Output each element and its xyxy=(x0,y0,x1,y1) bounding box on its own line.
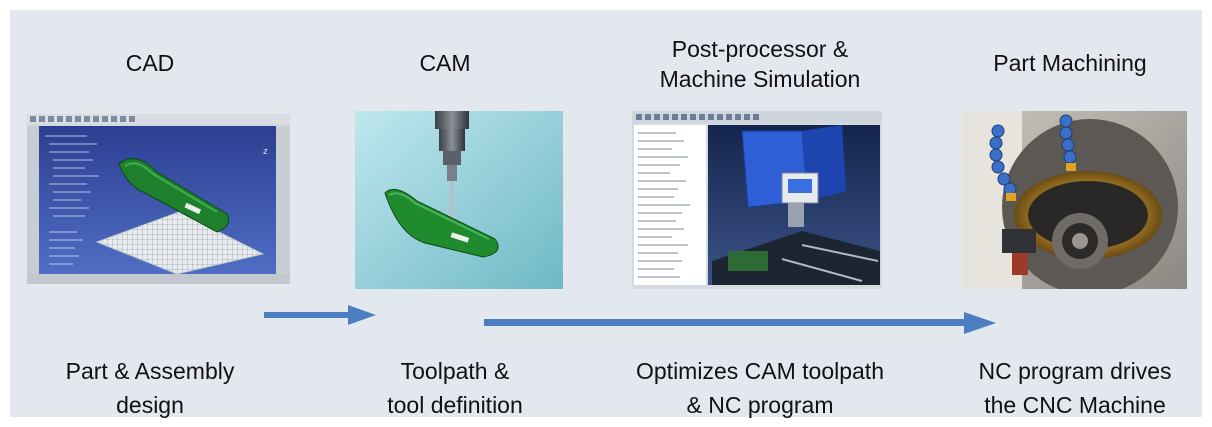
stage-caption-cad-line2: design xyxy=(116,392,184,418)
stage-caption-cad-line1: Part & Assembly xyxy=(65,358,235,384)
workflow-diagram: CAD CAM Post-processor & Machine Simulat… xyxy=(10,10,1202,418)
stage-title-machining: Part Machining xyxy=(993,50,1147,76)
stage-title-cam: CAM xyxy=(419,50,471,76)
stage-title-cad: CAD xyxy=(125,50,175,76)
stage-caption-postprocessor: Optimizes CAM toolpath & NC program xyxy=(600,354,920,422)
stage-caption-cam-line2: tool definition xyxy=(387,392,523,418)
stage-title-postprocessor: Post-processor & Machine Simulation xyxy=(620,34,900,94)
stage-caption-postprocessor-line2: & NC program xyxy=(686,392,834,418)
cnc-spindle-photo xyxy=(962,111,1187,289)
stage-caption-machining: NC program drives the CNC Machine xyxy=(950,354,1200,422)
stage-title-postprocessor-line2: Machine Simulation xyxy=(659,66,861,92)
stage-caption-postprocessor-line1: Optimizes CAM toolpath xyxy=(636,358,884,384)
stage-title-postprocessor-line1: Post-processor & xyxy=(671,36,849,62)
stage-caption-machining-line2: the CNC Machine xyxy=(984,392,1166,418)
arrow-cam-to-machining xyxy=(484,312,996,334)
stage-caption-cad: Part & Assembly design xyxy=(30,354,270,422)
cad-software-screenshot: z xyxy=(27,114,290,284)
stage-caption-cam: Toolpath & tool definition xyxy=(355,354,555,422)
arrow-cad-to-cam xyxy=(264,305,376,325)
stage-caption-cam-line1: Toolpath & xyxy=(400,358,510,384)
stage-caption-machining-line1: NC program drives xyxy=(978,358,1172,384)
cam-toolpath-render xyxy=(355,111,563,289)
machine-simulation-screenshot xyxy=(632,111,882,289)
svg-text:z: z xyxy=(263,147,268,157)
